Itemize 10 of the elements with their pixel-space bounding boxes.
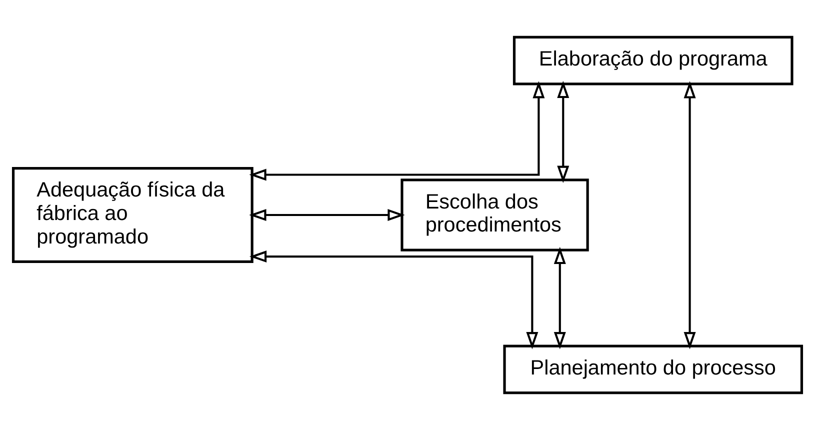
node-box: Elaboração do programa bbox=[512, 36, 794, 86]
arrow bbox=[249, 209, 405, 221]
node-box: Escolha dos procedimentos bbox=[400, 178, 589, 252]
arrow bbox=[554, 246, 566, 350]
node-box: Planejamento do processo bbox=[503, 344, 804, 394]
arrow bbox=[249, 250, 538, 350]
arrow bbox=[684, 81, 696, 350]
arrow bbox=[249, 81, 545, 181]
node-box: Adequação física da fábrica ao programado bbox=[12, 166, 254, 264]
arrow bbox=[557, 80, 570, 183]
